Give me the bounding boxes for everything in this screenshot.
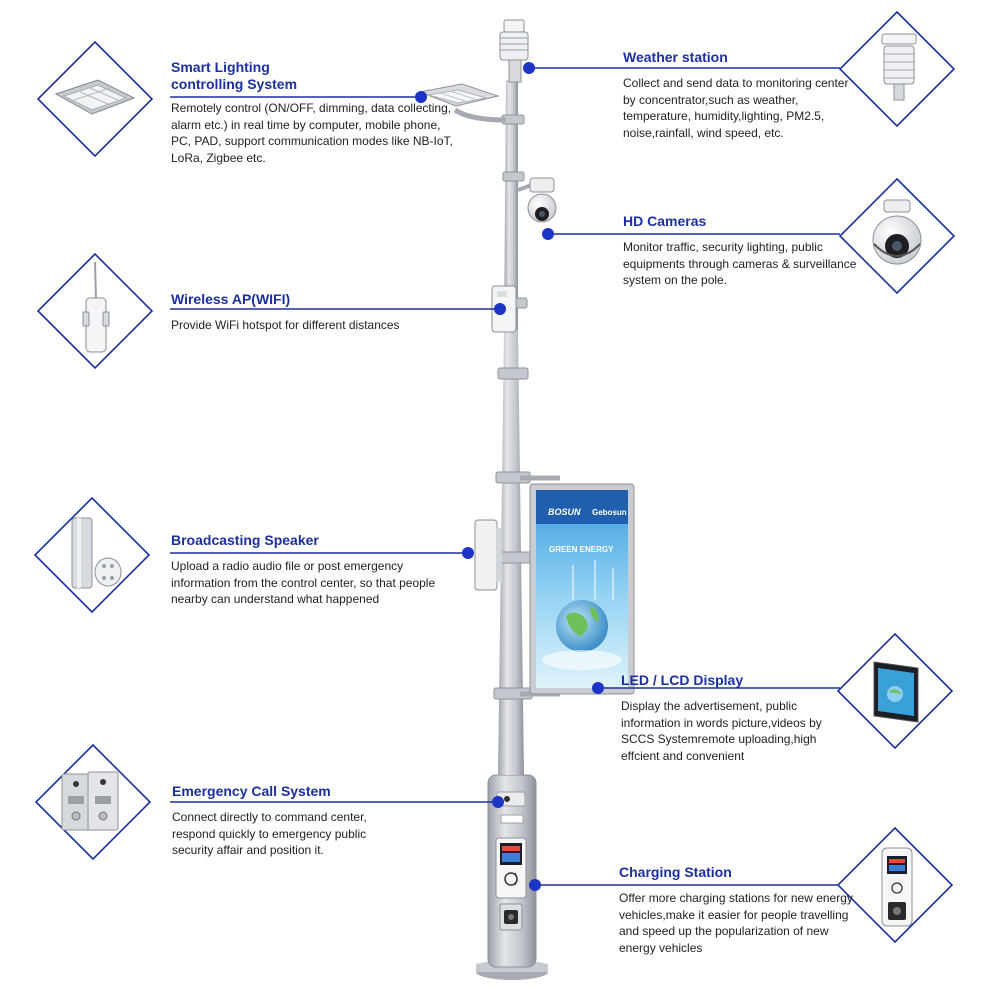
feature-title: LED / LCD Display: [621, 672, 744, 688]
feature-hd-cameras: HD Cameras Monitor traffic, security lig…: [623, 213, 858, 289]
dot-hd-cameras: [542, 228, 554, 240]
feature-smart-lighting: Smart Lighting controlling System Remote…: [171, 59, 461, 166]
feature-broadcasting-speaker: Broadcasting Speaker Upload a radio audi…: [171, 532, 439, 608]
dot-charging-station: [529, 879, 541, 891]
feature-title: Smart Lighting controlling System: [171, 59, 461, 93]
intercom-icon: [61, 771, 119, 831]
feature-title-line: Smart Lighting: [171, 59, 270, 75]
feature-led-lcd-display: LED / LCD Display Display the advertisem…: [621, 672, 846, 764]
display-brand-secondary: Gebosun: [592, 508, 627, 517]
feature-description: Monitor traffic, security lighting, publ…: [623, 240, 857, 287]
feature-title-line: controlling System: [171, 76, 298, 92]
display-headline: GREEN ENERGY: [549, 545, 614, 554]
street-lamp-icon: [54, 79, 136, 115]
weather-station-icon: [881, 33, 917, 101]
feature-wireless-ap: Wireless AP(WIFI) Provide WiFi hotspot f…: [171, 291, 471, 334]
feature-description: Upload a radio audio file or post emerge…: [171, 559, 436, 606]
dot-led-lcd-display: [592, 682, 604, 694]
display-brand: BOSUN: [548, 507, 581, 517]
feature-description: Remotely control (ON/OFF, dimming, data …: [171, 101, 453, 165]
connectors: [170, 67, 840, 886]
dot-broadcasting-speaker: [462, 547, 474, 559]
dot-weather-station: [523, 62, 535, 74]
speaker-unit: [474, 519, 502, 591]
pole: BOSUN Gebosun GREEN ENERGY: [418, 19, 635, 980]
dot-emergency-call: [492, 796, 504, 808]
speaker-icon: [71, 517, 122, 589]
wifi-ap-icon: [82, 261, 110, 353]
feature-emergency-call: Emergency Call System Connect directly t…: [172, 783, 402, 859]
lamp-head: [418, 83, 500, 107]
feature-title: Emergency Call System: [172, 783, 331, 799]
feature-title: Broadcasting Speaker: [171, 532, 319, 548]
dot-wireless-ap: [494, 303, 506, 315]
feature-description: Connect directly to command center, resp…: [172, 810, 367, 857]
feature-title: Wireless AP(WIFI): [171, 291, 291, 307]
lcd-display-unit: BOSUN Gebosun GREEN ENERGY: [529, 483, 635, 695]
camera-unit: [517, 177, 557, 223]
dome-camera-icon: [872, 199, 922, 265]
ev-charger-icon: [881, 847, 913, 927]
dot-smart-lighting: [415, 91, 427, 103]
feature-description: Collect and send data to monitoring cent…: [623, 76, 849, 140]
display-screen-icon: [873, 661, 919, 723]
feature-description: Offer more charging stations for new ene…: [619, 891, 853, 955]
feature-description: Provide WiFi hotspot for different dista…: [171, 318, 400, 332]
weather-station-unit: [499, 19, 529, 83]
feature-description: Display the advertisement, public inform…: [621, 699, 822, 763]
feature-charging-station: Charging Station Offer more charging sta…: [619, 864, 859, 956]
feature-title: HD Cameras: [623, 213, 707, 229]
feature-weather-station: Weather station Collect and send data to…: [623, 49, 853, 141]
feature-title: Charging Station: [619, 864, 732, 880]
connector-dots: [415, 62, 604, 891]
feature-title: Weather station: [623, 49, 728, 65]
